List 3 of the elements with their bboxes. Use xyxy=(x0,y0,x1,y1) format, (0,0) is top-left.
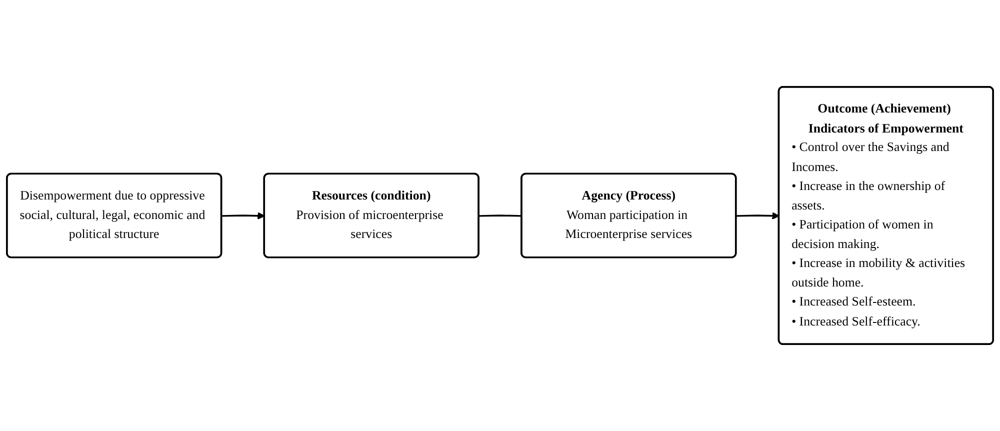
connector xyxy=(478,214,522,217)
arrow xyxy=(222,212,265,220)
arrow xyxy=(736,212,780,220)
